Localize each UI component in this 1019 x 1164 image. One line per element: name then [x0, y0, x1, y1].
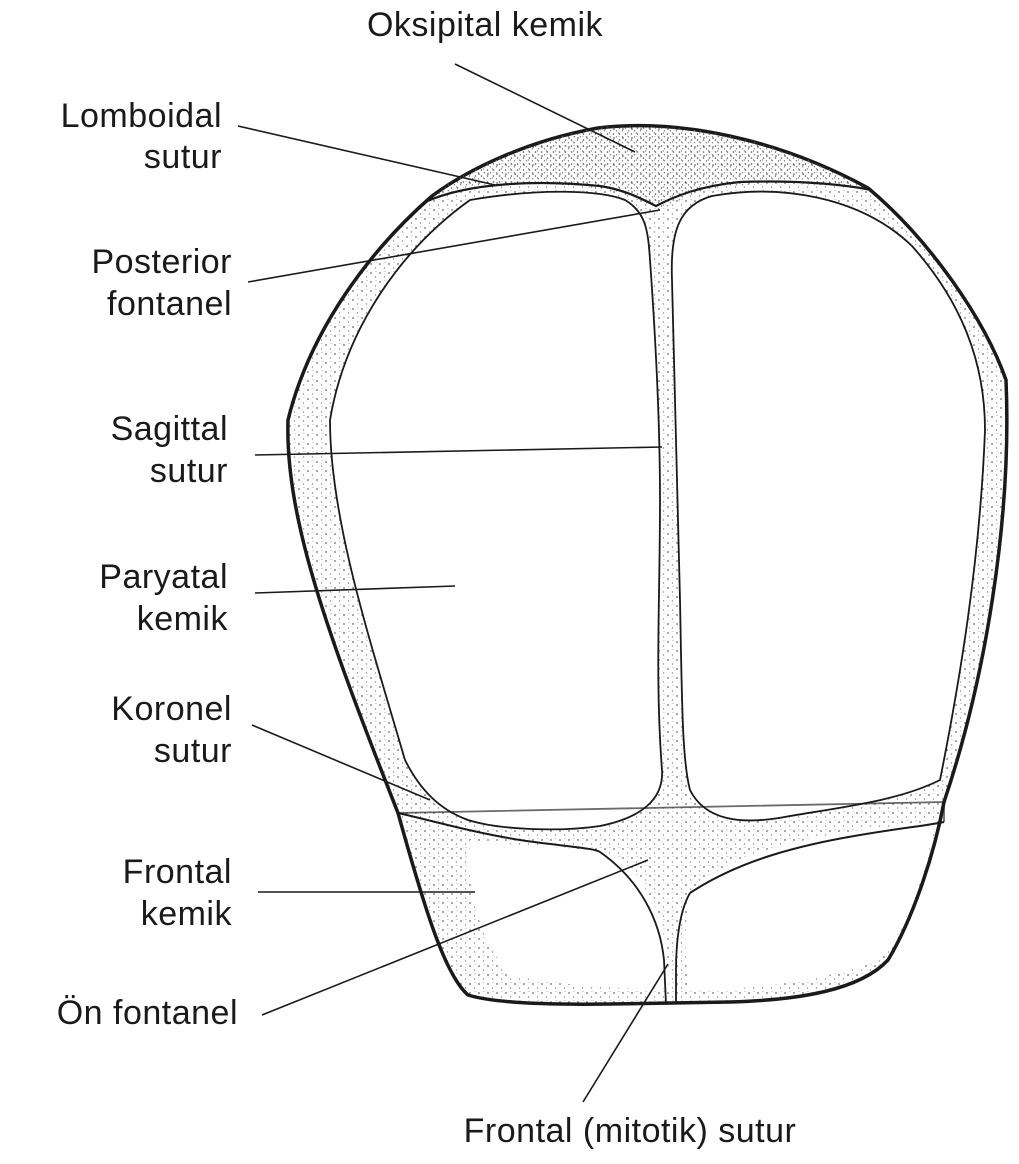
- label-parietal-bone-line1: Paryatal: [0, 558, 228, 596]
- label-coronal-suture-line1: Koronel: [0, 690, 232, 728]
- label-frontal-bone-line2: kemik: [0, 895, 232, 933]
- label-sagittal-suture-line1: Sagittal: [0, 410, 228, 448]
- label-posterior-fontanel-line2: fontanel: [0, 285, 232, 323]
- label-posterior-fontanel-line1: Posterior: [0, 243, 232, 281]
- right-parietal-bone-shape: [672, 192, 985, 821]
- label-lambdoid-suture-line1: Lomboidal: [0, 97, 222, 135]
- label-frontal-bone-line1: Frontal: [0, 853, 232, 891]
- label-coronal-suture-line2: sutur: [0, 732, 232, 770]
- label-frontal-suture: Frontal (mitotik) sutur: [400, 1112, 860, 1150]
- leader-lambdoid: [238, 126, 495, 185]
- label-anterior-fontanel: Ön fontanel: [0, 994, 238, 1032]
- leader-occipital: [455, 64, 635, 152]
- label-lambdoid-suture-line2: sutur: [0, 138, 222, 176]
- label-sagittal-suture-line2: sutur: [0, 452, 228, 490]
- label-occipital-bone: Oksipital kemik: [305, 6, 665, 44]
- label-parietal-bone-line2: kemik: [0, 600, 228, 638]
